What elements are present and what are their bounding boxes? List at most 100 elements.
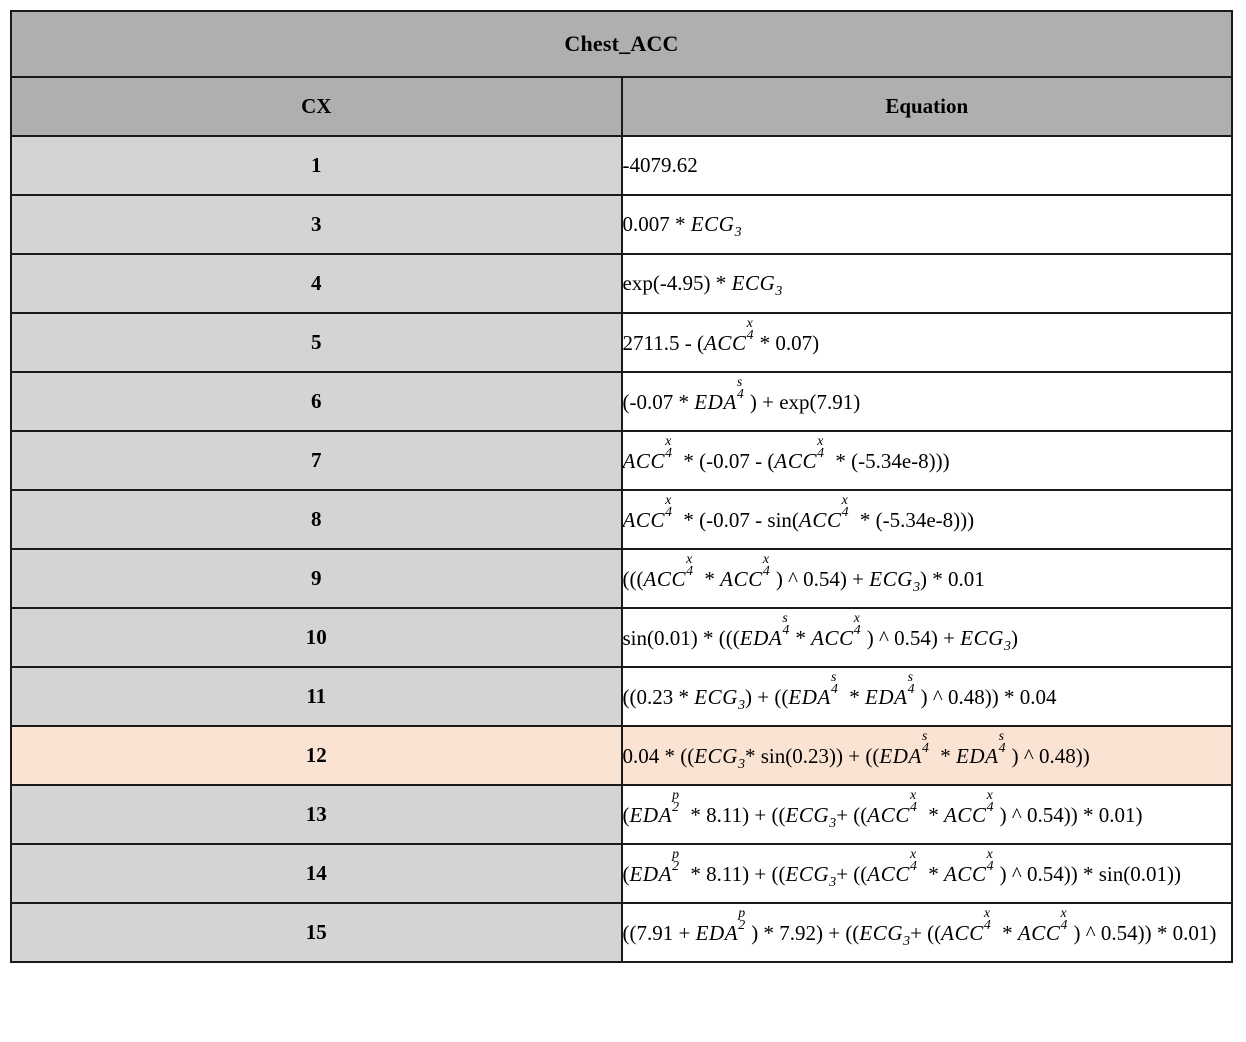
equation-text: (-0.07 *: [622, 390, 695, 414]
equation-variable: ECG3: [694, 685, 745, 712]
equation-text: ) ^ 0.54)) * sin(0.01)): [999, 862, 1181, 886]
equation-text: (: [622, 862, 630, 886]
equation-variable: ECG3: [869, 567, 921, 594]
equation-text: ) ^ 0.54)) * 0.01): [999, 803, 1143, 827]
equation-text: (((: [622, 567, 644, 591]
equation-text: * 0.07): [759, 331, 820, 355]
equation-text: 0.04 * ((: [622, 744, 695, 768]
equation-text: ((7.91 +: [622, 921, 696, 945]
equation-text: ) ^ 0.48)): [1011, 744, 1090, 768]
cell-cx: 9: [10, 548, 623, 609]
equation-text: * 8.11) + ((: [685, 803, 786, 827]
equation-text: *: [922, 803, 944, 827]
cell-cx: 15: [10, 902, 623, 963]
cell-equation: -4079.62: [620, 135, 1233, 196]
equation-text: ) * 7.92) + ((: [751, 921, 860, 945]
equation-text: *: [922, 862, 944, 886]
equation-text: + ((: [836, 862, 868, 886]
cell-cx: 8: [10, 489, 623, 550]
equation-text: exp(-4.95) *: [622, 271, 732, 295]
table-row: 1-4079.62: [10, 135, 1233, 196]
equation-text: * sin(0.23)) + ((: [745, 744, 880, 768]
equation-text: ): [1010, 626, 1018, 650]
table-title: Chest_ACC: [10, 10, 1233, 78]
cell-cx: 12: [10, 725, 623, 786]
equation-variable: ECG3: [694, 744, 745, 771]
equation-text: *: [996, 921, 1018, 945]
equation-text: ) + exp(7.91): [749, 390, 861, 414]
equation-text: * (-5.34e-8))): [830, 449, 950, 473]
column-header-cx: CX: [10, 76, 623, 137]
equation-variable: ECG3: [731, 271, 783, 298]
cell-cx: 10: [10, 607, 623, 668]
equation-text: ) ^ 0.54) +: [866, 626, 961, 650]
equation-text: + ((: [836, 803, 868, 827]
cell-equation: exp(-4.95) * ECG3: [620, 253, 1233, 314]
table-title-row: Chest_ACC: [10, 10, 1233, 78]
equation-variable: ECG3: [960, 626, 1011, 653]
equation-text: (: [622, 803, 630, 827]
equation-text: *: [843, 685, 865, 709]
equation-text: ((0.23 *: [622, 685, 695, 709]
table-column-header-row: CX Equation: [10, 76, 1233, 137]
equation-text: 2711.5 - (: [622, 331, 704, 355]
equation-variable: ECG3: [785, 803, 837, 830]
cell-cx: 5: [10, 312, 623, 373]
equation-text: -4079.62: [622, 153, 698, 177]
equation-text: ) ^ 0.48)) * 0.04: [920, 685, 1057, 709]
equation-variable: ECG3: [859, 921, 911, 948]
cell-cx: 11: [10, 666, 623, 727]
cell-cx: 13: [10, 784, 623, 845]
cell-cx: 6: [10, 371, 623, 432]
equation-text: *: [934, 744, 956, 768]
equation-text: ) ^ 0.54) +: [775, 567, 870, 591]
equation-text: + ((: [910, 921, 942, 945]
equation-text: * (-0.07 - (: [678, 449, 775, 473]
cell-cx: 14: [10, 843, 623, 904]
equation-variable: ECG3: [785, 862, 837, 889]
equation-text: * (-5.34e-8))): [854, 508, 975, 532]
